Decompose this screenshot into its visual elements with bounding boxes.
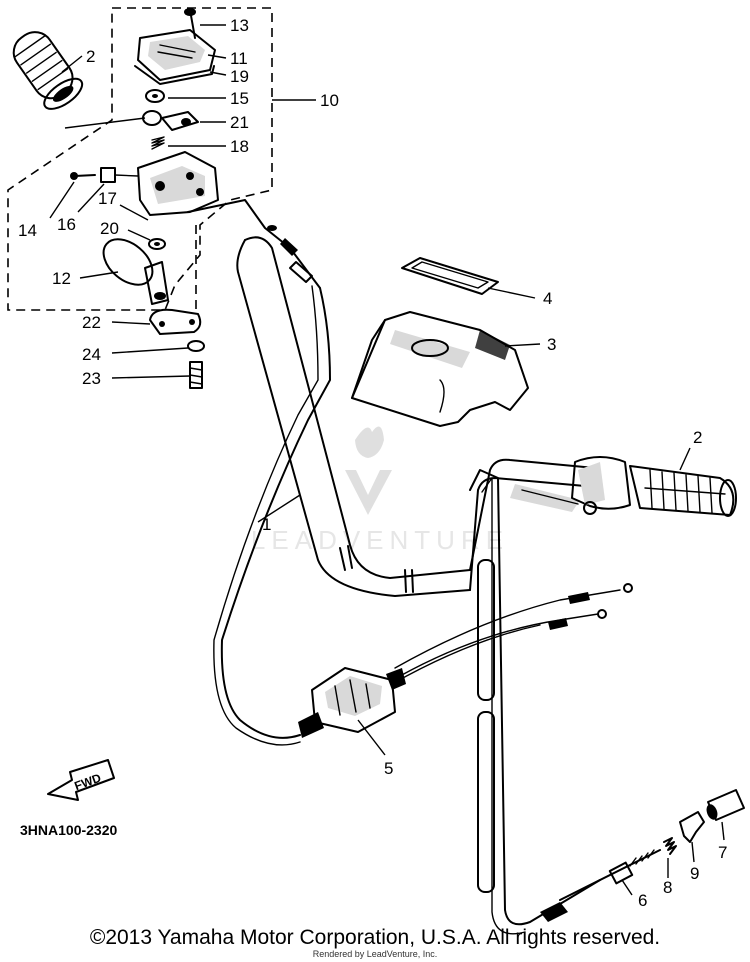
screw-23 [111, 361, 203, 389]
watermark: LEADVENTURE [250, 525, 510, 555]
right-grip [571, 447, 737, 517]
callout-24: 24 [82, 345, 101, 364]
callout-23: 23 [82, 369, 101, 388]
callout-6: 6 [638, 891, 647, 910]
clip-9 [679, 811, 705, 863]
callout-2-left: 2 [86, 47, 95, 66]
rendered-by-notice: Rendered by LeadVenture, Inc. [312, 949, 438, 959]
bracket-22 [111, 308, 202, 335]
left-grip [12, 31, 146, 129]
callout-4: 4 [543, 289, 552, 308]
callout-2-right: 2 [693, 428, 702, 447]
callout-15: 15 [230, 89, 249, 108]
callout-7: 7 [718, 843, 727, 862]
callout-21: 21 [230, 113, 249, 132]
callout-5: 5 [384, 759, 393, 778]
callout-8: 8 [663, 878, 672, 897]
copyright-notice: ©2013 Yamaha Motor Corporation, U.S.A. A… [89, 926, 661, 949]
callout-22: 22 [82, 313, 101, 332]
callouts: 1 2 2 3 4 5 6 7 8 9 10 11 12 13 14 15 16… [18, 16, 727, 910]
callout-3: 3 [547, 335, 556, 354]
nut-16 [77, 167, 139, 213]
callout-20: 20 [100, 219, 119, 238]
fwd-label: FWD [72, 771, 103, 794]
callout-19: 19 [230, 67, 249, 86]
meter-case-3 [351, 311, 541, 427]
callout-18: 18 [230, 137, 249, 156]
washer-24 [111, 340, 205, 354]
callout-10: 10 [320, 91, 339, 110]
callout-9: 9 [690, 864, 699, 883]
washer-15 [145, 89, 226, 103]
drawing-code: 3HNA100-2320 [20, 822, 118, 838]
spring-18 [151, 136, 226, 150]
long-cable-left [213, 285, 331, 746]
callout-12: 12 [52, 269, 71, 288]
callout-14: 14 [18, 221, 37, 240]
junction-block-5 [298, 667, 406, 756]
screw-13 [184, 8, 226, 39]
meter-gasket-4 [401, 257, 536, 299]
watermark-logo [345, 426, 392, 515]
spring-8 [663, 837, 677, 878]
adjuster-6 [559, 849, 661, 901]
washer-20 [127, 229, 166, 250]
assembly-outline [7, 7, 273, 311]
switch-cable [187, 199, 321, 289]
handlebar [236, 236, 596, 597]
callout-13: 13 [230, 16, 249, 35]
callout-11: 11 [230, 49, 248, 68]
cables-upper [391, 583, 633, 685]
switch-cover [134, 29, 227, 85]
right-cable [469, 469, 601, 935]
callout-17: 17 [98, 189, 117, 208]
contact-21 [142, 110, 226, 131]
fwd-arrow: FWD [47, 759, 115, 801]
lever-12 [79, 238, 169, 305]
bolt-14 [49, 172, 96, 219]
callout-1: 1 [262, 515, 271, 534]
part-17 [119, 204, 149, 221]
callout-16: 16 [57, 215, 76, 234]
collar-7 [706, 789, 745, 841]
switch-housing [137, 151, 219, 216]
